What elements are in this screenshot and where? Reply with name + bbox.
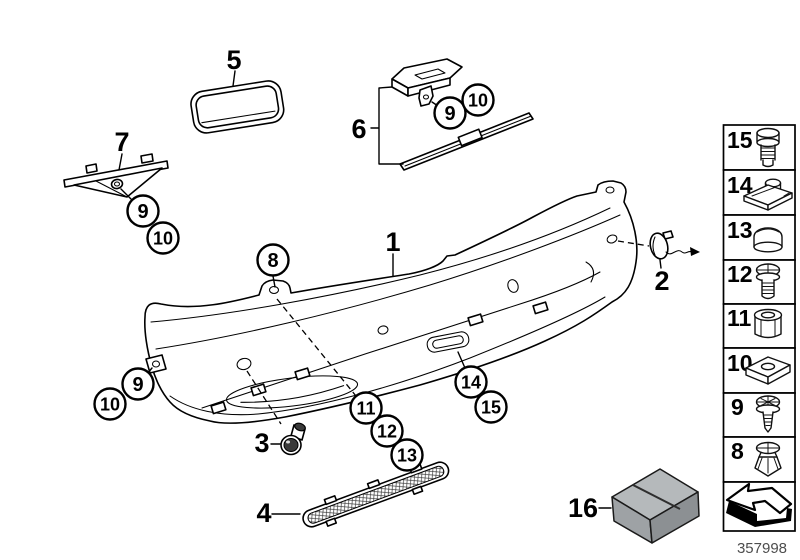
- callout-label-5[interactable]: 5: [226, 45, 241, 75]
- callout-circle-10-strip[interactable]: 10: [461, 83, 495, 117]
- svg-text:10: 10: [100, 395, 120, 415]
- fastener-legend: 15 14 13 12 11 10 9 8: [722, 124, 796, 532]
- legend-row-12[interactable]: [722, 259, 796, 305]
- legend-number-13: 13: [727, 217, 753, 243]
- svg-text:9: 9: [137, 201, 148, 223]
- legend-number-12: 12: [727, 261, 753, 287]
- hex-bolt-icon: [756, 127, 780, 168]
- washer-screw-icon: [755, 263, 781, 300]
- callout-circle-9-corner[interactable]: 9: [121, 367, 155, 401]
- callout-label-3[interactable]: 3: [254, 428, 269, 458]
- callout-label-16[interactable]: 16: [568, 493, 598, 523]
- bumper-grille-drawing: [302, 461, 450, 528]
- svg-text:11: 11: [356, 399, 375, 419]
- legend-row-11[interactable]: [722, 303, 796, 349]
- svg-text:13: 13: [397, 446, 417, 466]
- bumper-trim-drawing: [144, 180, 638, 424]
- callout-label-6[interactable]: 6: [351, 114, 366, 144]
- cap-plug-icon: [753, 227, 783, 253]
- svg-text:9: 9: [132, 374, 143, 396]
- callout-circle-14[interactable]: 14: [454, 365, 488, 399]
- svg-text:14: 14: [461, 373, 481, 393]
- callout-circle-12[interactable]: 12: [370, 414, 404, 448]
- callout-label-2[interactable]: 2: [654, 266, 669, 296]
- svg-text:9: 9: [444, 103, 455, 125]
- clip-nut-icon: [743, 178, 793, 211]
- legend-number-15: 15: [727, 127, 753, 153]
- repair-kit-box-drawing: [611, 468, 700, 544]
- protective-pad-drawing: [190, 80, 285, 134]
- pdc-sensor-drawing: [280, 422, 306, 456]
- legend-number-11: 11: [727, 305, 752, 331]
- expanding-rivet-icon: [754, 441, 782, 477]
- svg-text:10: 10: [153, 229, 173, 249]
- legend-number-9: 9: [731, 394, 744, 420]
- svg-text:10: 10: [468, 91, 488, 111]
- towing-eye-cap-drawing: [649, 230, 700, 260]
- plain-callout-labels: 5 7 6 1 2 3 4 16: [114, 45, 669, 528]
- callout-circle-13[interactable]: 13: [390, 438, 424, 472]
- callout-label-7[interactable]: 7: [114, 127, 129, 157]
- callout-circle-11[interactable]: 11: [349, 391, 383, 425]
- svg-text:12: 12: [377, 422, 397, 442]
- circled-callouts: 8 9 10 9 10 9 10 11: [93, 83, 508, 472]
- callout-circle-8[interactable]: 8: [256, 243, 290, 277]
- callout-label-4[interactable]: 4: [256, 498, 271, 528]
- mounting-strip-drawing: [391, 58, 534, 171]
- drawing-number: 357998: [737, 540, 787, 557]
- callout-circle-9-strip[interactable]: 9: [433, 96, 467, 130]
- grommet-icon: [753, 308, 783, 339]
- svg-text:15: 15: [481, 398, 501, 418]
- clip-icon: [745, 356, 791, 385]
- callout-circle-9-bracket[interactable]: 9: [126, 194, 160, 228]
- side-bracket-drawing: [63, 153, 169, 198]
- callout-circle-15[interactable]: 15: [474, 390, 508, 424]
- callout-label-1[interactable]: 1: [385, 227, 400, 257]
- continuation-arrow-icon: [725, 482, 793, 527]
- svg-text:8: 8: [267, 250, 278, 272]
- callout-circle-10-bracket[interactable]: 10: [146, 221, 180, 255]
- tapping-screw-icon: [755, 395, 781, 433]
- legend-number-8: 8: [731, 438, 744, 464]
- callout-circle-10-corner[interactable]: 10: [93, 387, 127, 421]
- leader-lines: [118, 70, 662, 515]
